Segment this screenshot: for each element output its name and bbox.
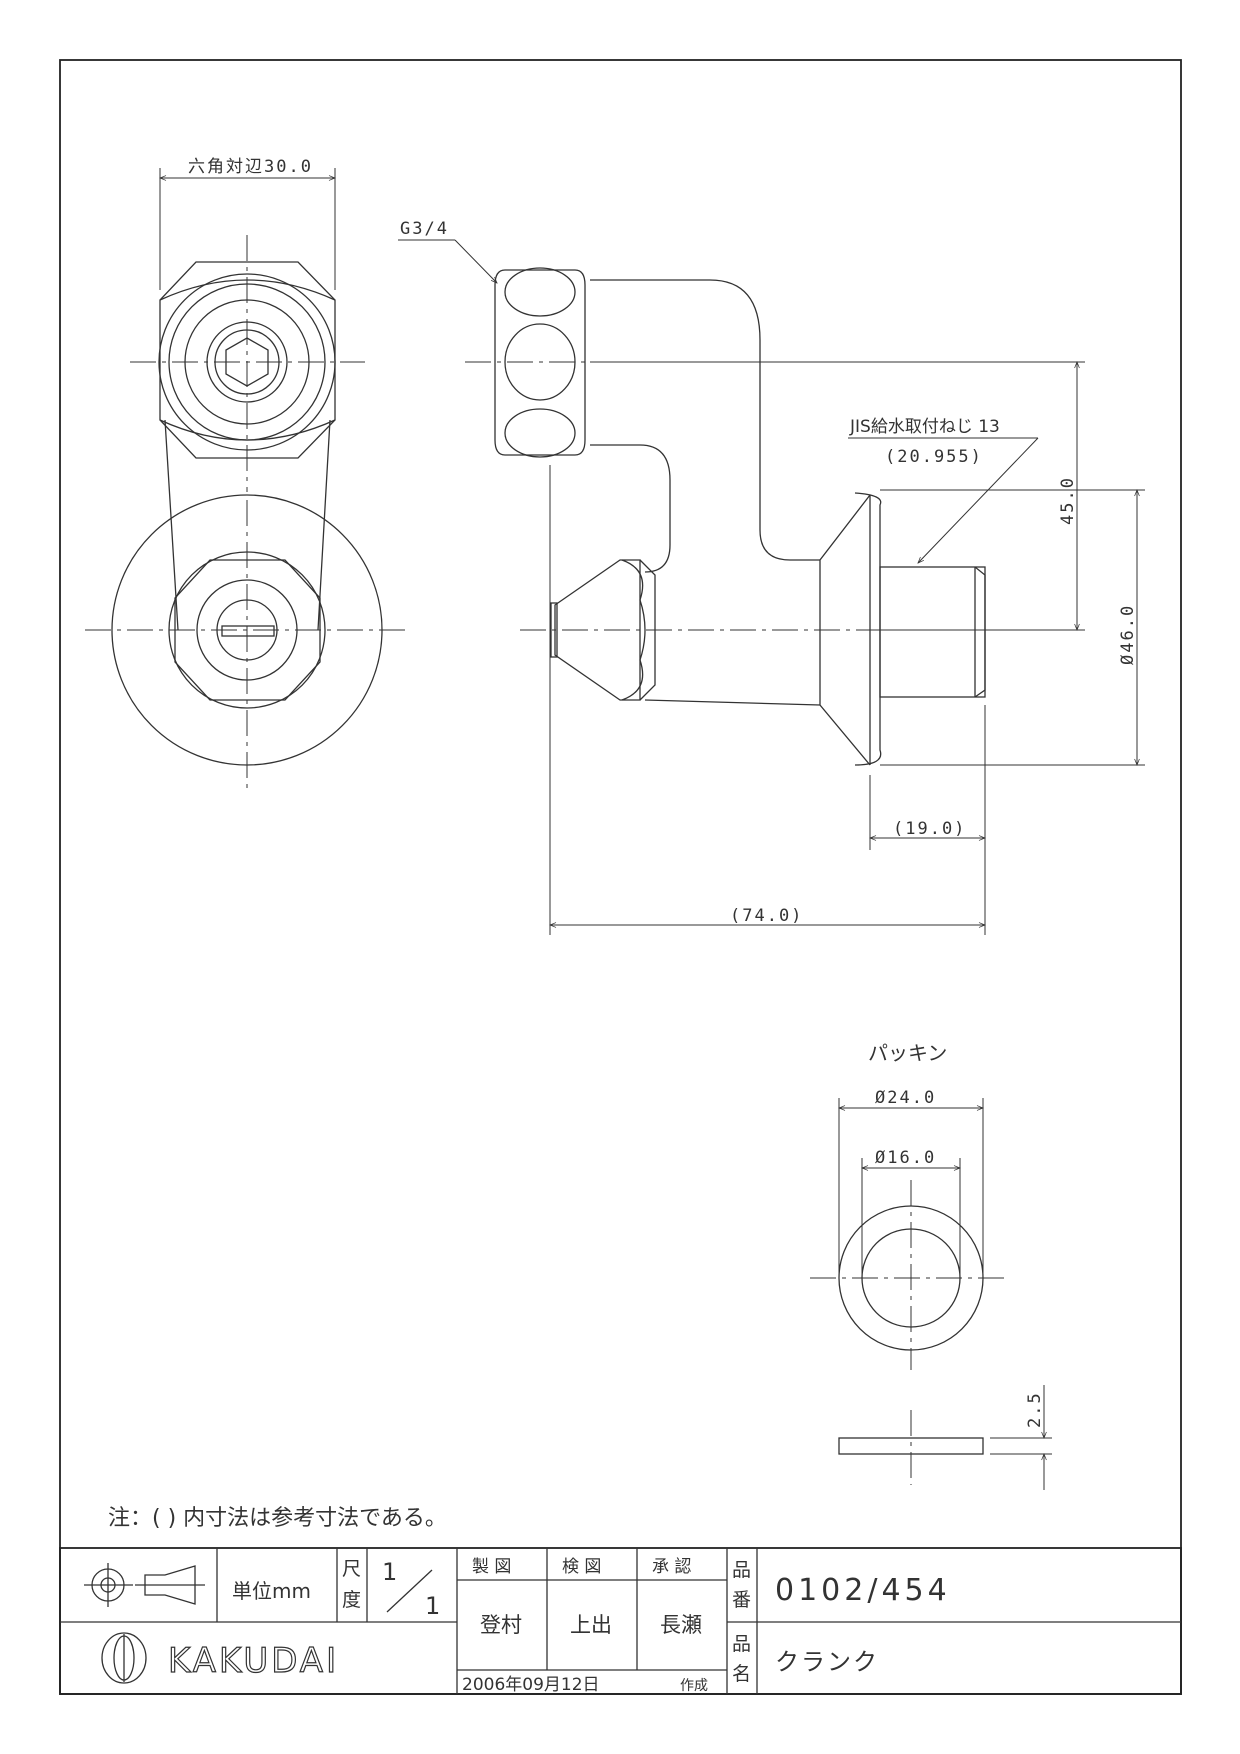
- packing-title: パッキン: [868, 1041, 947, 1065]
- thread-length-label: (19.0): [893, 819, 966, 839]
- scale-denominator: 1: [425, 1592, 440, 1620]
- title-block: 単位mm 尺 度 1 1 製 図 検 図 承 認 登村 上出 長瀬 品 番 01…: [59, 1547, 1182, 1695]
- scale-label-bottom: 度: [342, 1589, 361, 1611]
- front-view: 六角対辺30.0: [85, 157, 410, 790]
- checked-by: 上出: [570, 1613, 612, 1637]
- approved-by: 長瀬: [660, 1613, 702, 1637]
- created-label: 作成: [680, 1678, 708, 1694]
- scale-numerator: 1: [382, 1558, 397, 1586]
- jis-thread-label: JIS給水取付ねじ 13: [849, 417, 1000, 437]
- packing-inner-diameter-label: Ø16.0: [875, 1148, 936, 1168]
- jis-thread-diameter-label: (20.955): [885, 447, 983, 467]
- company-name: KAKUDAI: [168, 1641, 339, 1681]
- drawing-border: [59, 59, 1182, 1695]
- drawn-by: 登村: [480, 1613, 522, 1637]
- overall-length-label: (74.0): [730, 906, 803, 926]
- third-angle-projection-symbol: [84, 1563, 205, 1607]
- drawing-date: 2006年09月12日: [462, 1675, 600, 1695]
- scale-label-top: 尺: [342, 1558, 361, 1580]
- side-view: 45.0 Ø46.0 (19.0) (74.0) G3/4 JIS給水取付ねじ …: [398, 219, 1145, 935]
- part-no-label-bottom: 番: [732, 1589, 751, 1611]
- part-number: 0102/454: [775, 1573, 951, 1608]
- packing-view: パッキン Ø24.0 Ø16.0 2.5: [810, 1041, 1052, 1490]
- packing-outer-diameter-label: Ø24.0: [875, 1088, 936, 1108]
- flange-diameter-label: Ø46.0: [1118, 604, 1138, 665]
- reference-dimension-note: 注：( ) 内寸法は参考寸法である。: [108, 1506, 447, 1531]
- approved-header: 承 認: [652, 1557, 691, 1577]
- part-name-label-top: 品: [732, 1633, 751, 1655]
- offset-dimension-label: 45.0: [1058, 476, 1078, 525]
- part-name-label-bottom: 名: [732, 1663, 751, 1685]
- part-name: クランク: [775, 1648, 879, 1676]
- packing-thickness-label: 2.5: [1025, 1391, 1045, 1428]
- drawn-header: 製 図: [472, 1557, 511, 1577]
- hex-across-flats-label: 六角対辺30.0: [188, 157, 313, 177]
- part-no-label-top: 品: [732, 1559, 751, 1581]
- kakudai-logo: KAKUDAI: [101, 1632, 339, 1684]
- unit-label: 単位mm: [232, 1579, 311, 1603]
- checked-header: 検 図: [562, 1557, 601, 1577]
- g-thread-label: G3/4: [400, 219, 449, 239]
